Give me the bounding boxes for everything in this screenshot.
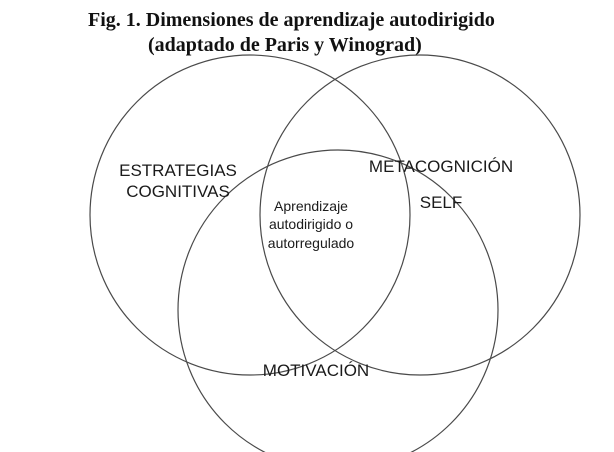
label-aprendizaje: Aprendizaje <box>274 198 348 214</box>
label-motivacion: MOTIVACIÓN <box>263 361 369 380</box>
label-cognitivas: COGNITIVAS <box>126 182 230 201</box>
circle-motivacion <box>177 149 499 452</box>
label-self: SELF <box>420 193 463 212</box>
figure-title-line-2: (adaptado de Paris y Winograd) <box>148 34 422 56</box>
label-autorregulado: autorregulado <box>268 235 355 251</box>
circle-metacognicion-self <box>259 54 581 376</box>
figure-title-line-1: Fig. 1. Dimensiones de aprendizaje autod… <box>88 9 495 31</box>
label-estrategias: ESTRATEGIAS <box>119 161 237 180</box>
circle-estrategias-cognitivas <box>89 54 411 376</box>
label-autodirigido: autodirigido o <box>269 216 353 232</box>
label-metacognicion: METACOGNICIÓN <box>369 157 513 176</box>
